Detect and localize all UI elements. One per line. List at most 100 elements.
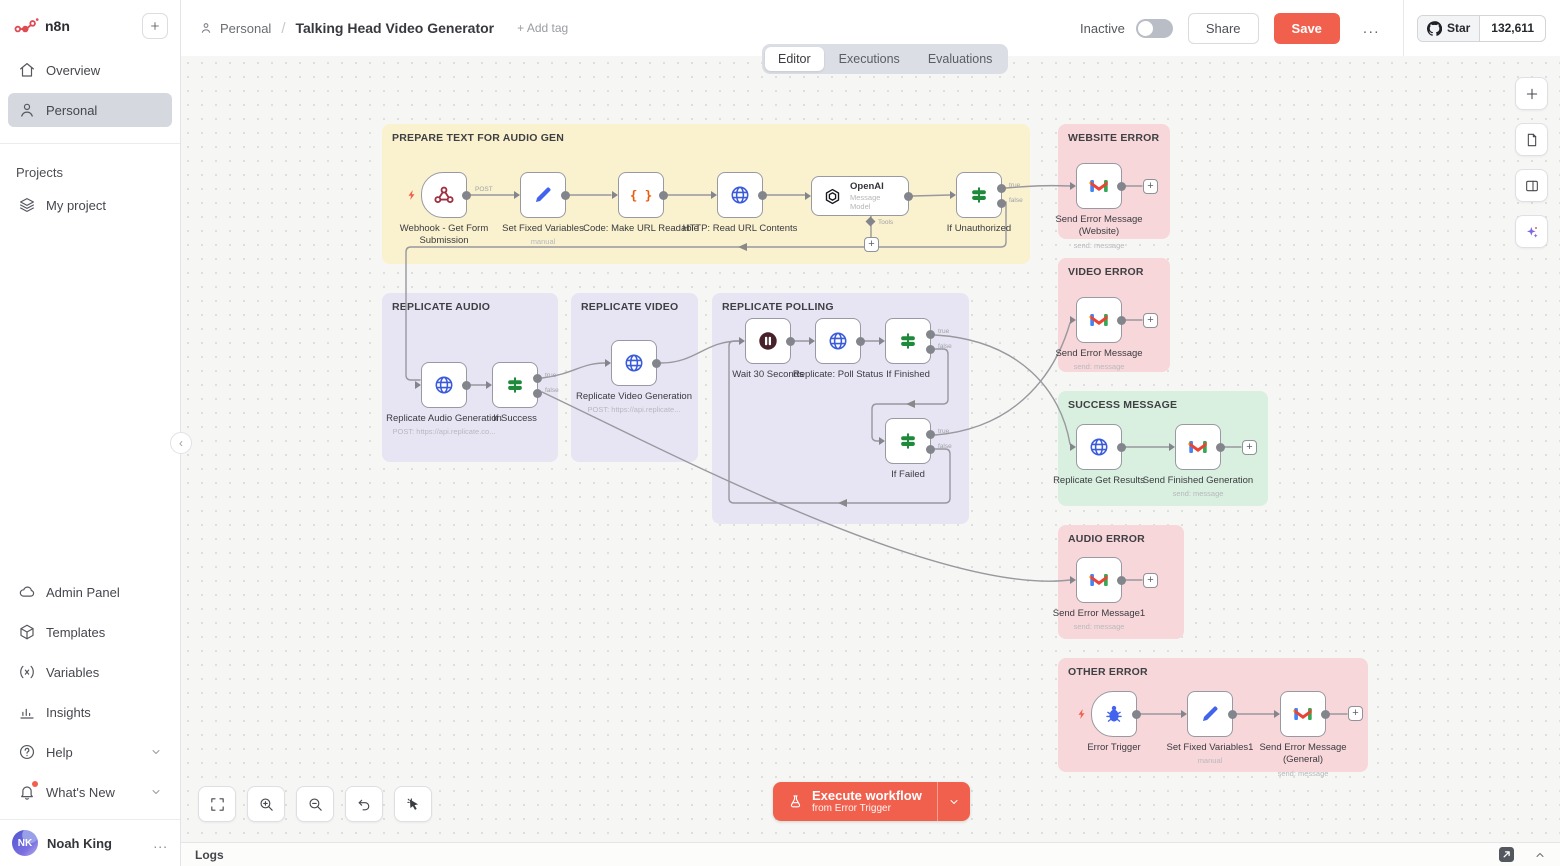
node-output-false[interactable]	[533, 389, 542, 398]
fit-view-button[interactable]	[198, 786, 236, 822]
node-output[interactable]	[1117, 316, 1126, 325]
add-node-plus[interactable]: +	[864, 237, 879, 252]
connection-wire[interactable]	[934, 322, 1071, 436]
node-replicate-get[interactable]: Replicate Get Results	[1053, 424, 1145, 486]
node-webhook[interactable]: Webhook - Get Form Submission	[400, 172, 488, 246]
group-prepare[interactable]: PREPARE TEXT FOR AUDIO GEN	[382, 124, 1030, 264]
sidebar-item-insights[interactable]: Insights	[8, 695, 172, 729]
tab-evaluations[interactable]: Evaluations	[927, 52, 993, 66]
sidebar-item-what-s-new[interactable]: What's New	[8, 775, 172, 809]
node-output[interactable]	[1132, 710, 1141, 719]
add-node-plus[interactable]: +	[1242, 440, 1257, 455]
add-node-plus[interactable]: +	[1348, 706, 1363, 721]
execute-workflow-button[interactable]: Execute workflow from Error Trigger	[773, 782, 937, 821]
logs-popout-button[interactable]	[1499, 847, 1514, 862]
node-poll-status[interactable]: Replicate: Poll Status	[793, 318, 883, 380]
node-send-err-general[interactable]: Send Error Message (General)send: messag…	[1259, 691, 1347, 778]
add-node-plus[interactable]: +	[1143, 313, 1158, 328]
sidebar-item-overview[interactable]: Overview	[8, 53, 172, 87]
node-output[interactable]	[561, 191, 570, 200]
zoom-out-button[interactable]	[296, 786, 334, 822]
save-button[interactable]: Save	[1273, 12, 1340, 44]
node-output[interactable]	[786, 337, 795, 346]
toggle-panel-button[interactable]	[1515, 169, 1548, 202]
workflow-title[interactable]: Talking Head Video Generator	[295, 20, 495, 36]
add-node-plus[interactable]: +	[1143, 573, 1158, 588]
add-node-plus[interactable]: +	[1143, 179, 1158, 194]
node-output[interactable]	[462, 191, 471, 200]
sidebar-item-my-project[interactable]: My project	[8, 188, 172, 222]
node-output-true[interactable]	[926, 330, 935, 339]
node-output[interactable]	[1321, 710, 1330, 719]
node-error-trigger[interactable]: Error Trigger	[1078, 691, 1141, 753]
add-tag-button[interactable]: + Add tag	[517, 21, 569, 35]
zoom-in-button[interactable]	[247, 786, 285, 822]
node-output-true[interactable]	[997, 184, 1006, 193]
logs-bar[interactable]: Logs	[181, 842, 1560, 866]
node-output[interactable]	[904, 192, 913, 201]
node-wait30[interactable]: Wait 30 Seconds	[732, 318, 804, 380]
add-workflow-button[interactable]	[142, 13, 168, 39]
execute-options-button[interactable]	[936, 782, 970, 821]
tab-editor[interactable]: Editor	[765, 47, 824, 71]
user-row[interactable]: NK Noah King ...	[0, 819, 180, 866]
node-output-true[interactable]	[533, 374, 542, 383]
connection-wire[interactable]	[660, 340, 740, 364]
node-http-read[interactable]: HTTP: Read URL Contents	[683, 172, 797, 234]
connection-wire[interactable]	[405, 201, 1007, 381]
sidebar-item-admin-panel[interactable]: Admin Panel	[8, 575, 172, 609]
connection-wire[interactable]	[912, 194, 951, 197]
breadcrumb-project[interactable]: Personal	[220, 20, 272, 36]
node-output-true[interactable]	[926, 430, 935, 439]
connection-wire[interactable]	[934, 334, 1071, 445]
tab-executions[interactable]: Executions	[838, 52, 900, 66]
github-star-button[interactable]: Star 132,611	[1416, 14, 1546, 42]
active-toggle[interactable]	[1135, 18, 1173, 38]
sidebar-collapse-button[interactable]: ‹	[170, 432, 192, 454]
undo-button[interactable]	[345, 786, 383, 822]
user-menu-button[interactable]: ...	[153, 835, 168, 851]
node-output[interactable]	[652, 359, 661, 368]
node-send-err-website[interactable]: Send Error Message (Website)send: messag…	[1055, 163, 1143, 250]
node-output[interactable]	[1117, 443, 1126, 452]
connection-wire[interactable]	[541, 362, 606, 379]
node-output-false[interactable]	[926, 345, 935, 354]
node-output[interactable]	[1228, 710, 1237, 719]
add-sticky-note-button[interactable]	[1515, 123, 1548, 156]
more-menu-button[interactable]: ...	[1362, 19, 1380, 37]
ai-assistant-button[interactable]	[1515, 215, 1548, 248]
sidebar-item-templates[interactable]: Templates	[8, 615, 172, 649]
node-output-false[interactable]	[997, 199, 1006, 208]
share-button[interactable]: Share	[1187, 12, 1259, 44]
tidy-up-button[interactable]	[394, 786, 432, 822]
sidebar-item-personal[interactable]: Personal	[8, 93, 172, 127]
sidebar-item-help[interactable]: Help	[8, 735, 172, 769]
logs-expand-button[interactable]	[1534, 849, 1546, 861]
node-output[interactable]	[856, 337, 865, 346]
sidebar-item-variables[interactable]: Variables	[8, 655, 172, 689]
node-output[interactable]	[1216, 443, 1225, 452]
connection-wire[interactable]	[541, 391, 1071, 582]
node-output[interactable]	[462, 381, 471, 390]
connection-wire[interactable]	[1005, 184, 1071, 189]
node-output[interactable]	[659, 191, 668, 200]
node-output[interactable]	[1117, 576, 1126, 585]
node-output[interactable]	[758, 191, 767, 200]
node-output[interactable]	[1117, 182, 1126, 191]
add-node-button[interactable]	[1515, 77, 1548, 110]
node-code[interactable]: { }Code: Make URL Readable	[583, 172, 699, 234]
node-output-false[interactable]	[926, 445, 935, 454]
